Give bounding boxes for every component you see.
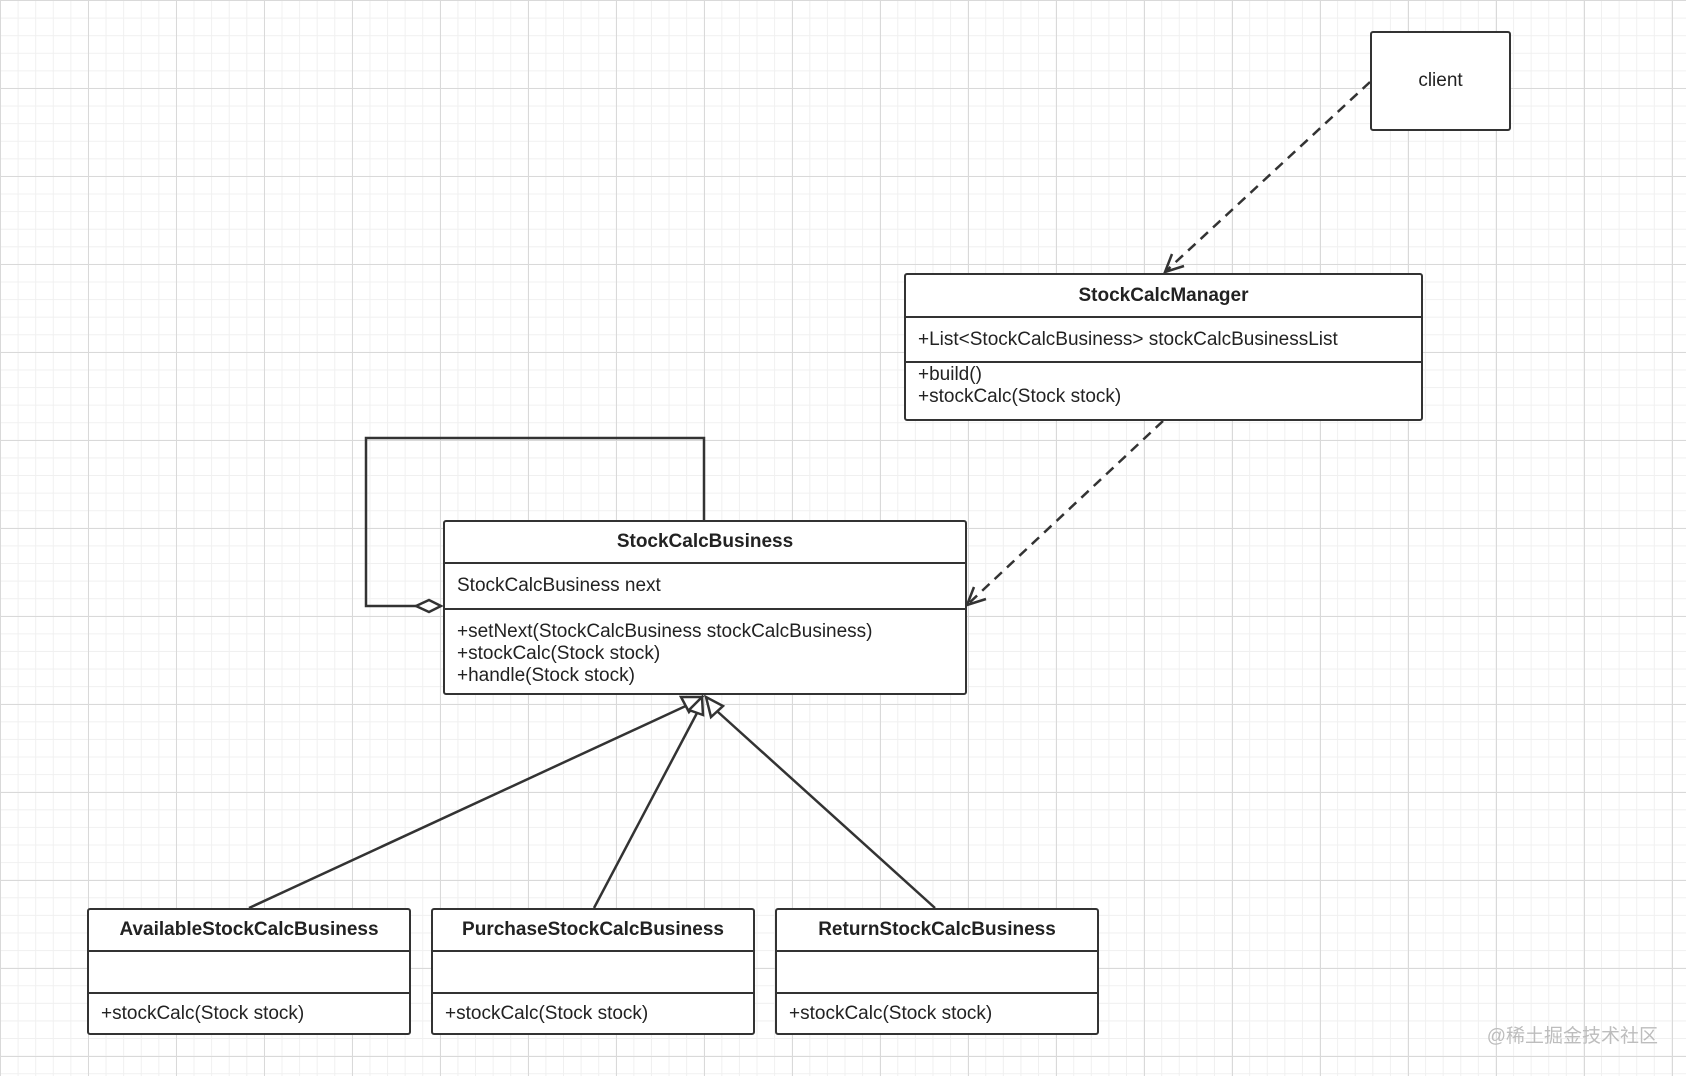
attribute-list: StockCalcBusiness next bbox=[445, 564, 965, 610]
generalization-arrowhead-purchase bbox=[686, 694, 705, 717]
class-stock-calc-business[interactable]: StockCalcBusiness StockCalcBusiness next… bbox=[443, 520, 967, 695]
operation-list: +build() +stockCalc(Stock stock) bbox=[906, 363, 1421, 419]
class-purchase-stock-calc-business[interactable]: PurchaseStockCalcBusiness +stockCalc(Sto… bbox=[431, 908, 755, 1035]
generalization-arrowhead-return bbox=[704, 694, 726, 720]
generalization-return bbox=[717, 711, 936, 909]
operation: +stockCalc(Stock stock) bbox=[101, 1002, 305, 1024]
dependency-manager-business bbox=[966, 420, 1164, 606]
attribute-list bbox=[433, 952, 753, 994]
operation: +handle(Stock stock) bbox=[457, 665, 635, 686]
operation: +setNext(StockCalcBusiness stockCalcBusi… bbox=[457, 621, 873, 642]
class-name: StockCalcBusiness bbox=[445, 522, 965, 564]
class-name: ReturnStockCalcBusiness bbox=[777, 910, 1097, 952]
operation-list: +setNext(StockCalcBusiness stockCalcBusi… bbox=[445, 610, 965, 693]
attribute: StockCalcBusiness next bbox=[457, 575, 661, 596]
operation: +build() bbox=[918, 364, 982, 385]
attribute-list bbox=[89, 952, 409, 994]
operation: +stockCalc(Stock stock) bbox=[457, 643, 661, 664]
operation: +stockCalc(Stock stock) bbox=[789, 1002, 993, 1024]
dependency-arrowhead-manager bbox=[1162, 253, 1185, 274]
class-name: AvailableStockCalcBusiness bbox=[89, 910, 409, 952]
attribute: +List<StockCalcBusiness> stockCalcBusine… bbox=[918, 328, 1338, 350]
class-return-stock-calc-business[interactable]: ReturnStockCalcBusiness +stockCalc(Stock… bbox=[775, 908, 1099, 1035]
aggregation-diamond bbox=[413, 598, 444, 614]
aggregation-self-loop bbox=[364, 436, 706, 608]
client-box[interactable]: client bbox=[1370, 31, 1511, 131]
watermark: @稀土掘金技术社区 bbox=[1486, 1026, 1658, 1047]
generalization-available bbox=[248, 702, 691, 910]
operation: +stockCalc(Stock stock) bbox=[918, 386, 1122, 407]
operation-list: +stockCalc(Stock stock) bbox=[777, 994, 1097, 1033]
client-label: client bbox=[1418, 70, 1463, 91]
dependency-client-manager bbox=[1164, 81, 1371, 273]
class-name: PurchaseStockCalcBusiness bbox=[433, 910, 753, 952]
dependency-arrowhead-business bbox=[964, 586, 987, 607]
class-name: StockCalcManager bbox=[906, 275, 1421, 318]
attribute-list bbox=[777, 952, 1097, 994]
operation-list: +stockCalc(Stock stock) bbox=[433, 994, 753, 1033]
operation-list: +stockCalc(Stock stock) bbox=[89, 994, 409, 1033]
attribute-list: +List<StockCalcBusiness> stockCalcBusine… bbox=[906, 318, 1421, 363]
class-stock-calc-manager[interactable]: StockCalcManager +List<StockCalcBusiness… bbox=[904, 273, 1423, 421]
generalization-purchase bbox=[592, 712, 699, 909]
class-available-stock-calc-business[interactable]: AvailableStockCalcBusiness +stockCalc(St… bbox=[87, 908, 411, 1035]
operation: +stockCalc(Stock stock) bbox=[445, 1002, 649, 1024]
